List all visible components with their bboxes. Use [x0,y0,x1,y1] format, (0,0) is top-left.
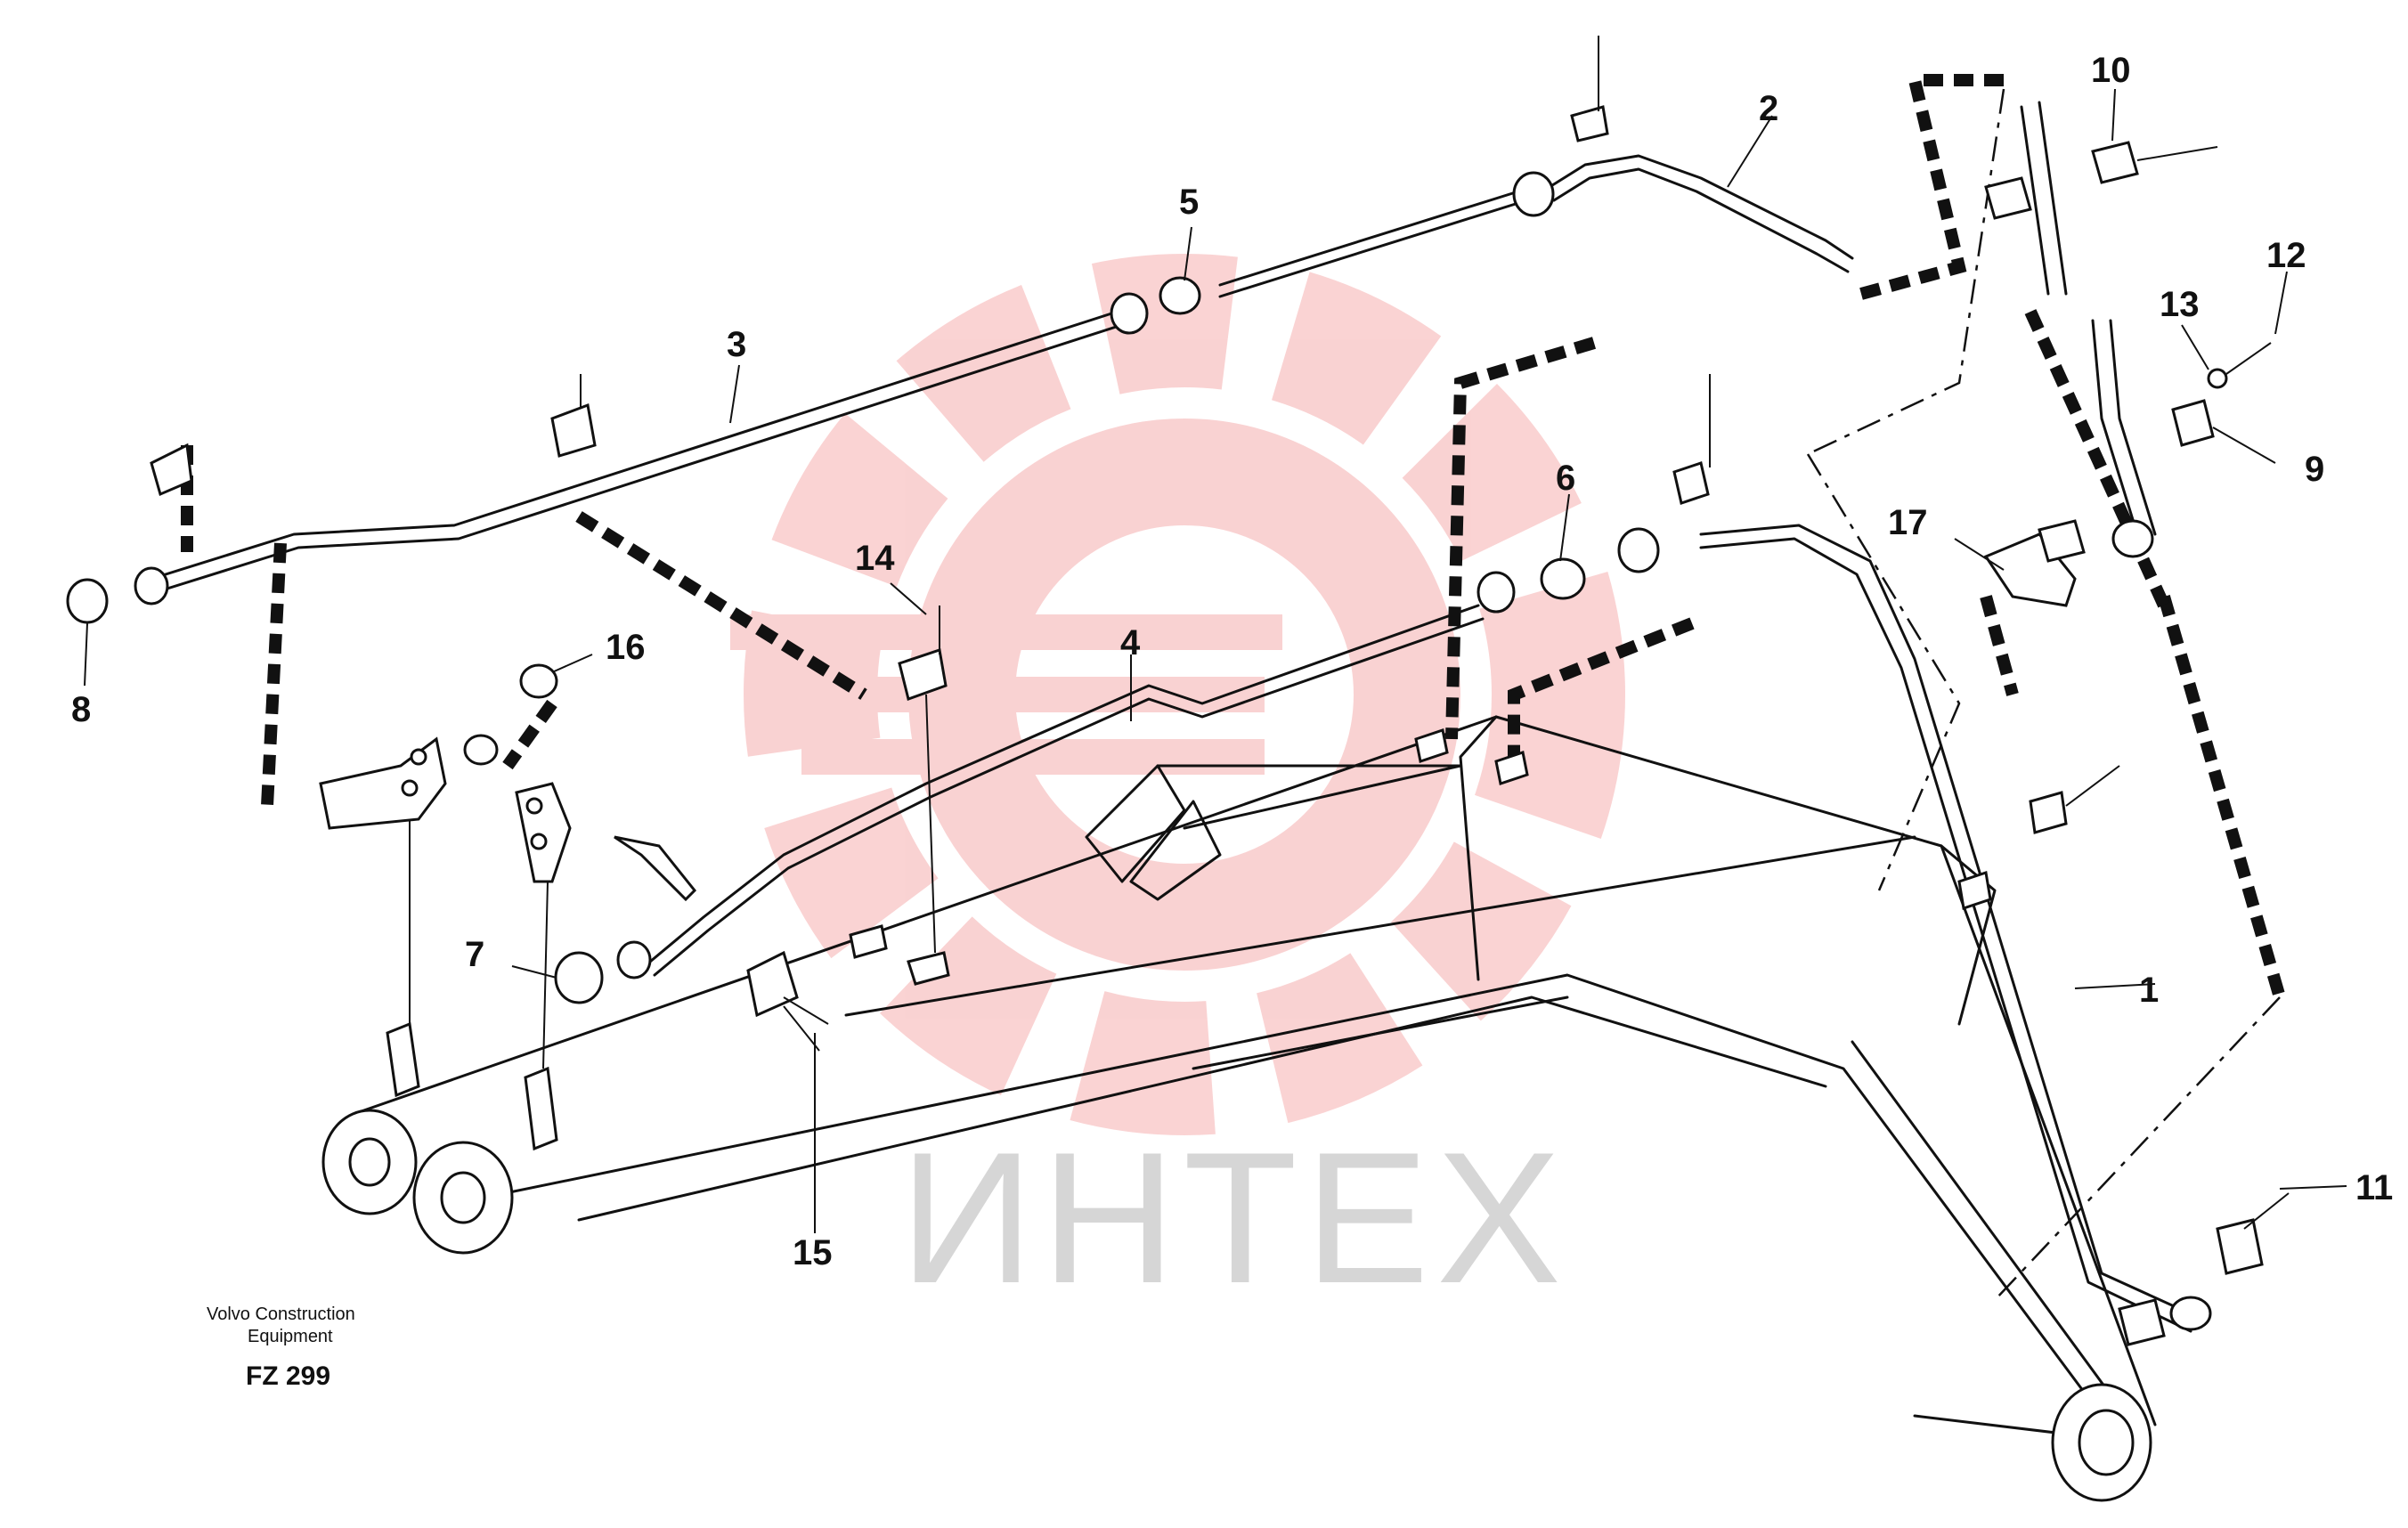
pipe-upper-right [2020,101,2157,536]
cap-8 [66,578,109,624]
clamp-11 [2216,1218,2264,1275]
callout-12: 12 [2266,236,2306,275]
pipe-4 [648,604,1485,977]
pipe-3 [150,305,1137,594]
washer-13 [2207,368,2228,389]
callout-9: 9 [2305,450,2324,489]
bracket-right [515,782,572,883]
pipe-1 [1699,524,2201,1333]
nut-16 [519,663,558,699]
callout-15: 15 [793,1233,833,1272]
leader-lines [84,88,2347,1233]
caption-line-2: Equipment [248,1327,333,1346]
cap-7 [554,951,604,1004]
callout-16: 16 [606,628,646,667]
clamp-14 [898,648,948,701]
callout-17: 17 [1888,503,1928,542]
caption-code: FZ 299 [246,1361,330,1391]
callout-2: 2 [1759,89,1778,128]
callout-3: 3 [727,325,746,364]
callout-14: 14 [855,539,895,578]
callout-7: 7 [465,935,484,974]
callout-5: 5 [1179,183,1199,222]
callout-4: 4 [1120,623,1141,662]
callout-6: 6 [1556,459,1575,498]
boom-structure [321,715,2157,1502]
callout-11: 11 [2355,1168,2393,1207]
callout-8: 8 [71,690,91,729]
union-6 [1477,571,1516,614]
callout-13: 13 [2160,285,2200,324]
pipe-2 [1218,154,1854,298]
union-5 [1110,292,1149,335]
callout-labels: 1 2 3 4 5 6 7 8 9 10 11 12 13 14 15 16 1… [71,51,2393,1272]
callout-1: 1 [2139,971,2159,1010]
connection-lines [181,74,2286,999]
clamp-10 [2091,141,2139,184]
watermark-text: ИНТЕХ [899,1113,1568,1322]
fittings [66,36,2290,1346]
caption: Volvo Construction Equipment FZ 299 [207,1304,355,1391]
bracket-left [319,736,447,830]
callout-10: 10 [2091,51,2131,90]
caption-line-1: Volvo Construction [207,1304,355,1324]
clamp-9 [2171,399,2215,447]
watermark-gear-logo [730,254,1625,1135]
